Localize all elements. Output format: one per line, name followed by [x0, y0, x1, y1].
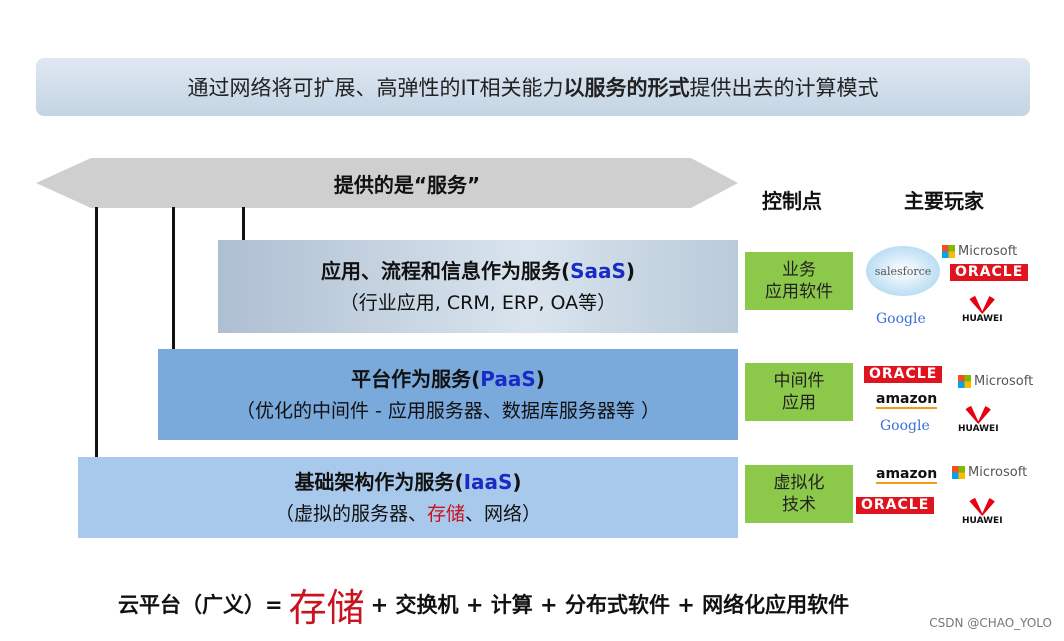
huawei-logo: HUAWEI [962, 490, 1003, 526]
connector-line [172, 207, 175, 352]
microsoft-logo: Microsoft [942, 244, 1017, 259]
iaas-layer: 基础架构作为服务(IaaS) （虚拟的服务器、存储、网络） [78, 457, 738, 538]
connector-line [95, 207, 98, 457]
formula-storage: 存储 [288, 585, 365, 630]
paas-title: 平台作为服务(PaaS) [351, 366, 545, 391]
huawei-logo: HUAWEI [962, 288, 1003, 324]
connector-line [242, 207, 245, 240]
microsoft-icon [942, 245, 955, 258]
saas-subtitle: （行业应用, CRM, ERP, OA等） [339, 291, 617, 314]
huawei-icon [964, 490, 1001, 516]
saas-control-box: 业务 应用软件 [745, 252, 853, 310]
iaas-subtitle: （虚拟的服务器、存储、网络） [274, 502, 542, 525]
saas-title: 应用、流程和信息作为服务(SaaS) [320, 258, 636, 283]
paas-layer: 平台作为服务(PaaS) （优化的中间件 - 应用服务器、数据库服务器等 ） [158, 349, 738, 440]
oracle-logo: ORACLE [864, 366, 943, 383]
saas-layer: 应用、流程和信息作为服务(SaaS) （行业应用, CRM, ERP, OA等） [218, 240, 738, 333]
amazon-logo: amazon [876, 391, 938, 409]
google-logo: Google [876, 311, 926, 327]
huawei-icon [964, 288, 1001, 314]
google-logo: Google [880, 418, 930, 434]
banner-bold: 以服务的形式 [563, 76, 690, 100]
oracle-logo: ORACLE [856, 497, 935, 514]
banner-pre: 通过网络将可扩展、高弹性的IT相关能力 [187, 76, 564, 100]
cloud-platform-formula: 云平台（广义）= 存储 + 交换机 + 计算 + 分布式软件 + 网络化应用软件 [118, 576, 849, 632]
microsoft-logo: Microsoft [958, 374, 1033, 389]
salesforce-logo: salesforce [866, 246, 940, 296]
formula-lhs: 云平台（广义）= [118, 593, 283, 617]
microsoft-logo: Microsoft [952, 465, 1027, 480]
banner-post: 提供出去的计算模式 [689, 76, 879, 100]
microsoft-icon [952, 466, 965, 479]
microsoft-icon [958, 375, 971, 388]
oracle-logo: ORACLE [950, 264, 1029, 281]
control-point-header: 控制点 [762, 189, 822, 213]
iaas-title: 基础架构作为服务(IaaS) [294, 469, 522, 494]
watermark: CSDN @CHAO_YOLO [929, 616, 1052, 630]
paas-subtitle: （优化的中间件 - 应用服务器、数据库服务器等 ） [236, 399, 660, 422]
service-arrow [36, 158, 738, 208]
iaas-control-box: 虚拟化 技术 [745, 465, 853, 523]
players-header: 主要玩家 [904, 189, 984, 213]
huawei-logo: HUAWEI [958, 398, 999, 434]
arrow-label: 提供的是“服务” [333, 172, 481, 197]
amazon-logo: amazon [876, 466, 938, 484]
formula-rest: + 交换机 + 计算 + 分布式软件 + 网络化应用软件 [370, 593, 850, 617]
paas-control-box: 中间件 应用 [745, 363, 853, 421]
definition-banner: 通过网络将可扩展、高弹性的IT相关能力以服务的形式提供出去的计算模式 [36, 58, 1030, 116]
huawei-icon [960, 398, 997, 424]
